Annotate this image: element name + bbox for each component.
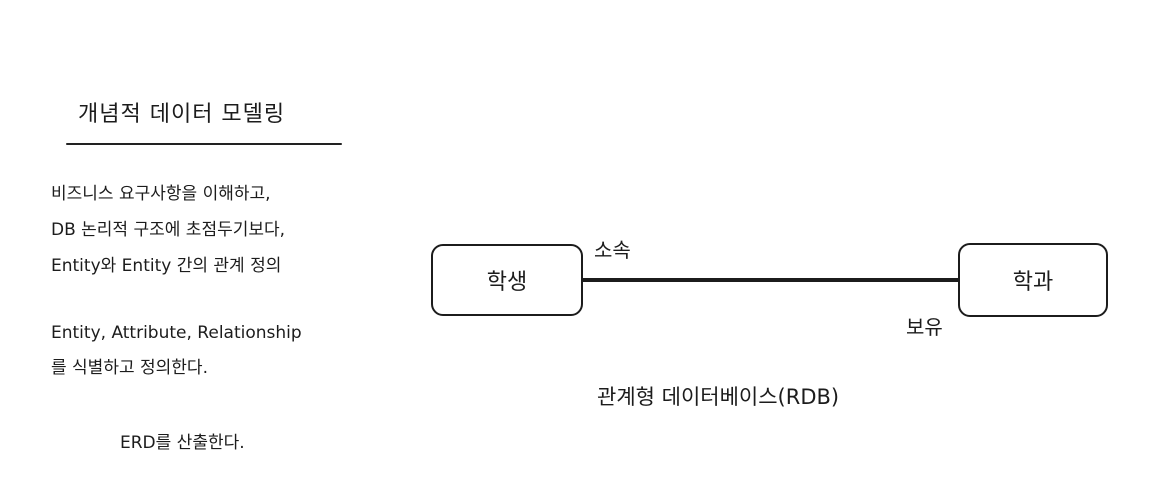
output-text: ERD를 산출한다. bbox=[120, 433, 245, 453]
title-underline bbox=[66, 143, 342, 145]
page-title: 개념적 데이터 모델링 bbox=[78, 102, 286, 127]
entity-department-box: 학과 bbox=[958, 243, 1108, 317]
entity-department-label: 학과 bbox=[1012, 270, 1054, 295]
identify-block: Entity, Attribute, Relationship 를 식별하고 정… bbox=[51, 316, 302, 386]
description-line: 비즈니스 요구사항을 이해하고, bbox=[51, 184, 271, 204]
entity-student-box: 학생 bbox=[431, 244, 583, 316]
entity-student-label: 학생 bbox=[486, 270, 528, 295]
description-block: 비즈니스 요구사항을 이해하고, DB 논리적 구조에 초점두기보다, Enti… bbox=[51, 176, 285, 284]
description-line: DB 논리적 구조에 초점두기보다, bbox=[51, 220, 286, 240]
relationship-line bbox=[568, 278, 968, 282]
diagram-caption: 관계형 데이터베이스(RDB) bbox=[597, 385, 840, 409]
relation-belongs-label: 소속 bbox=[594, 238, 631, 262]
identify-line: 를 식별하고 정의한다. bbox=[51, 358, 208, 378]
identify-line: Entity, Attribute, Relationship bbox=[51, 323, 302, 343]
description-line: Entity와 Entity 간의 관계 정의 bbox=[51, 256, 282, 276]
relation-owns-label: 보유 bbox=[906, 315, 943, 339]
